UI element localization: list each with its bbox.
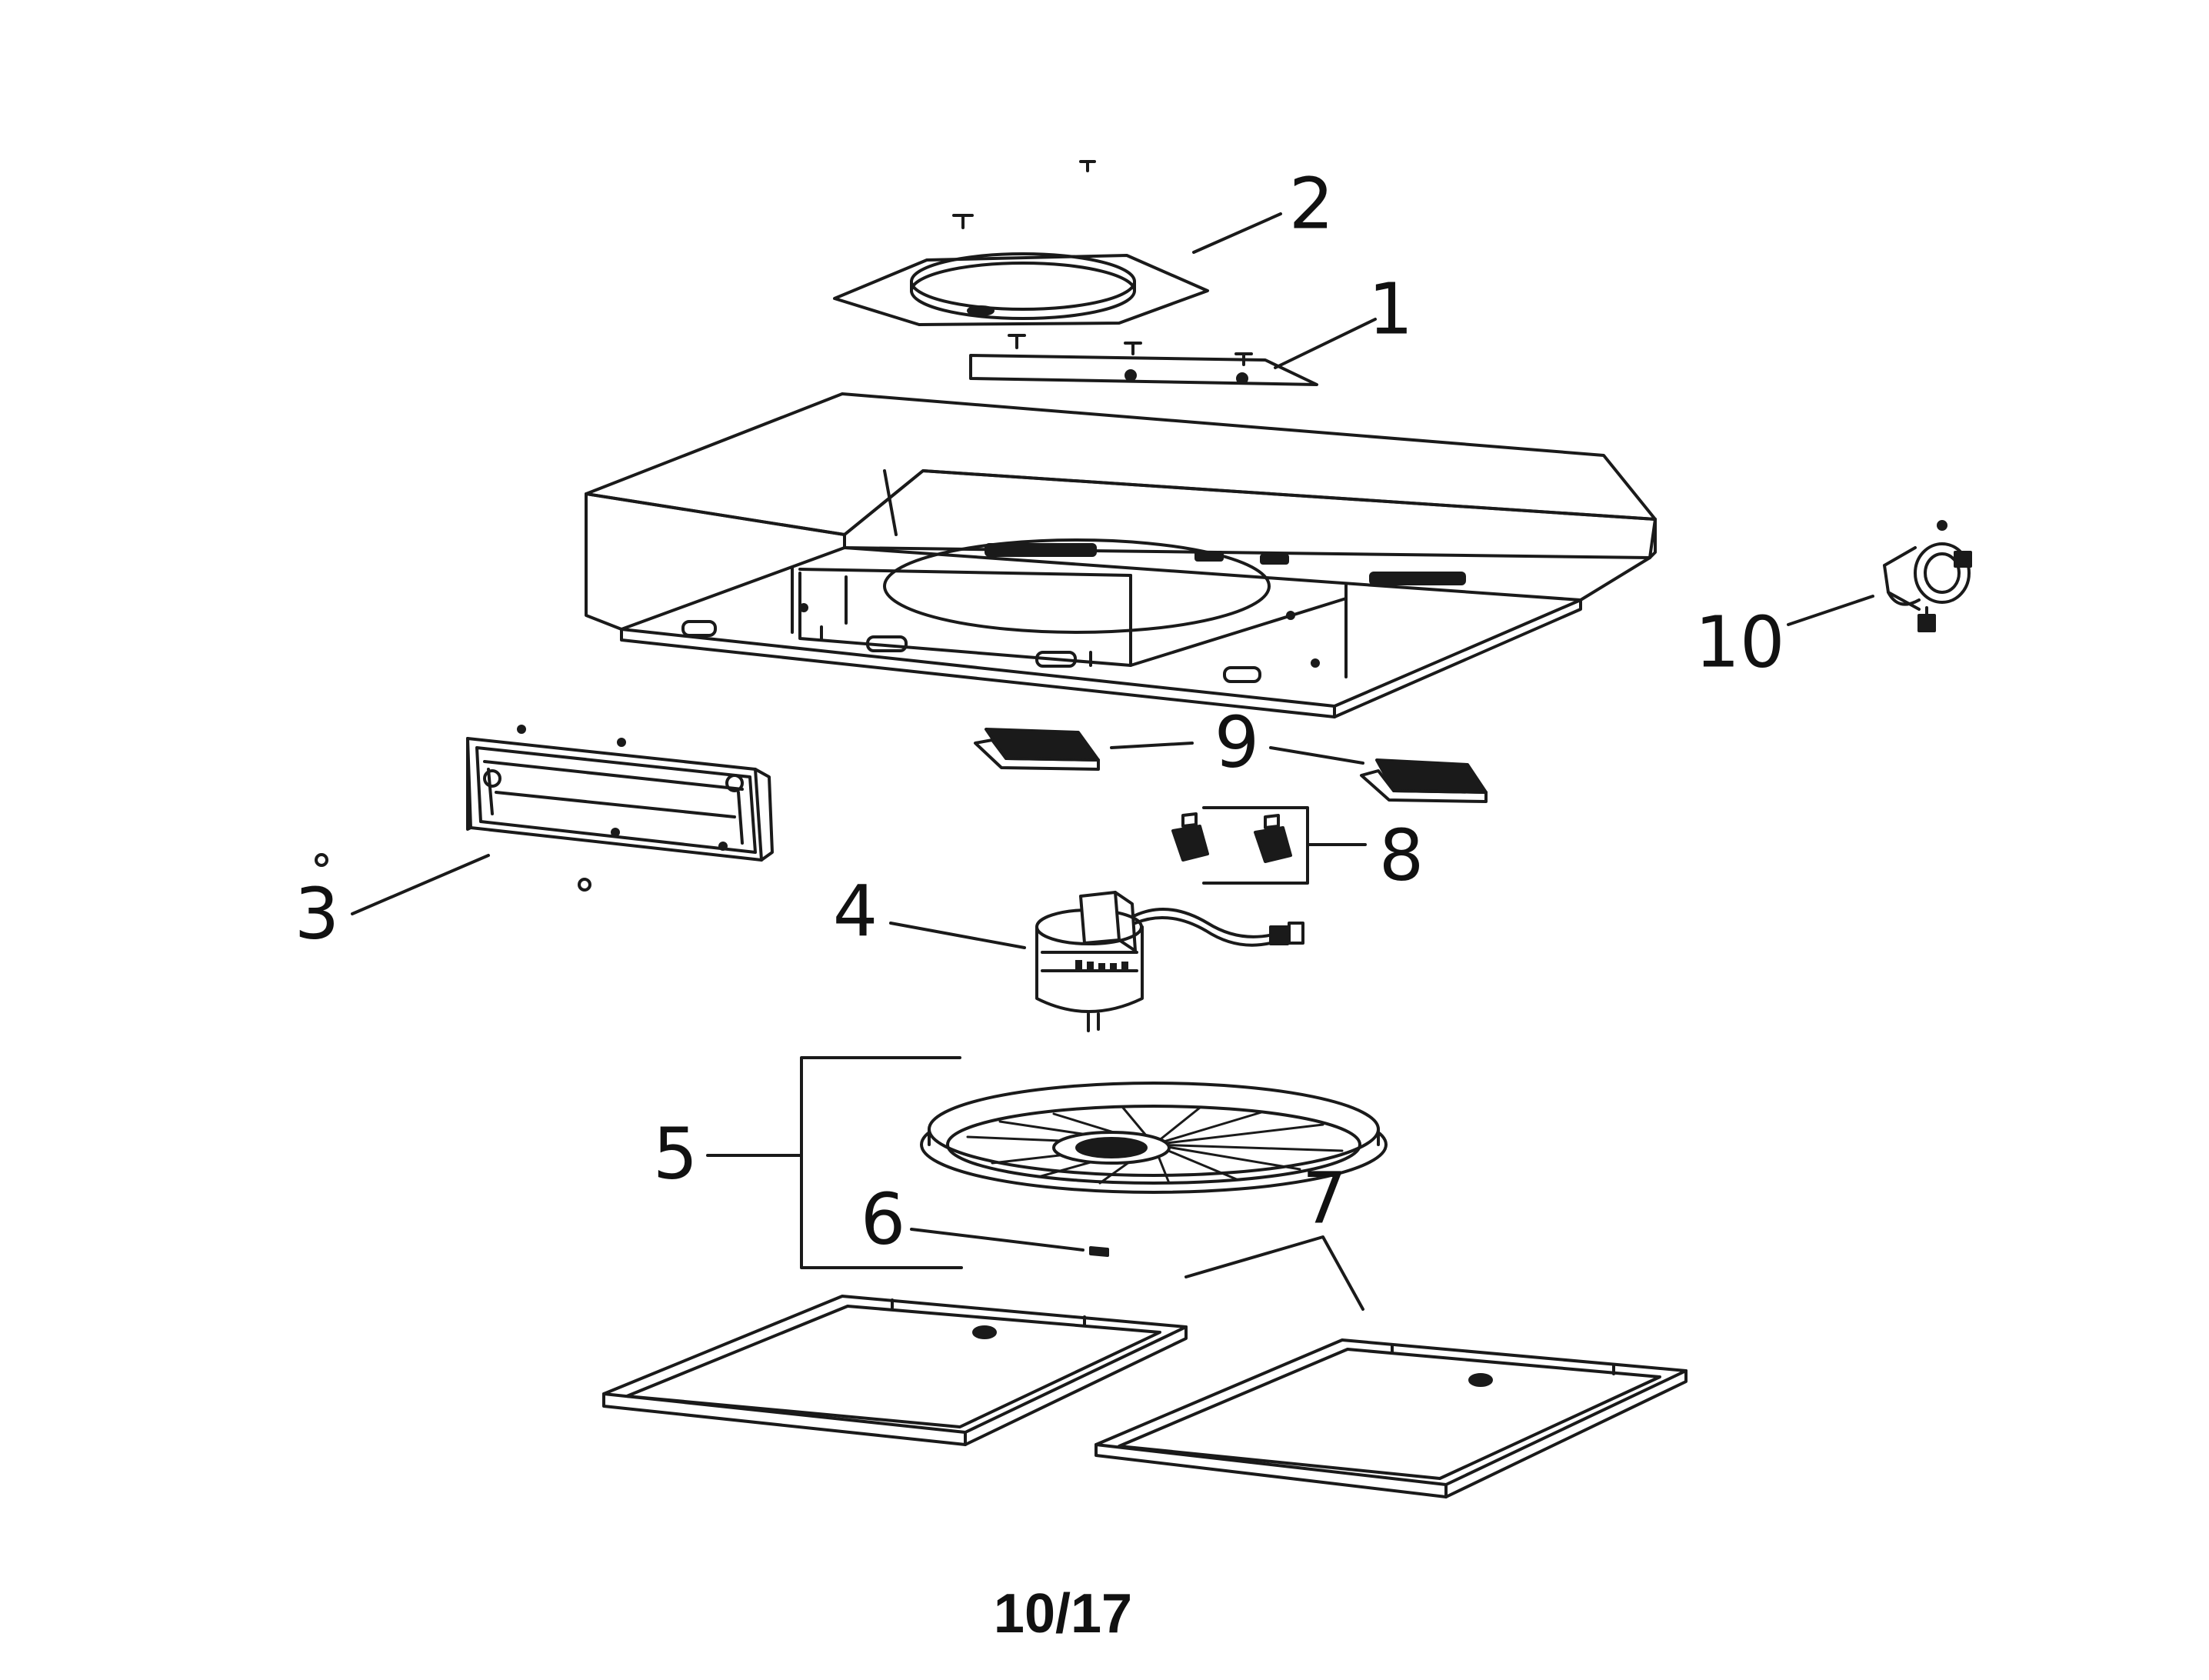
callout-2: 2 (1289, 163, 1334, 245)
callout-3: 3 (295, 873, 340, 955)
part-blower-wheel (920, 1082, 1388, 1194)
callout-10: 10 (1694, 602, 1784, 684)
part-switch-covers (974, 728, 1488, 803)
part-rocker-switches (1171, 806, 1309, 885)
filter-right (1095, 1338, 1688, 1498)
part-duct-collar (833, 160, 1209, 326)
part-grease-filters (602, 1295, 1688, 1498)
screw-icon (1008, 334, 1253, 366)
callout-5: 5 (653, 1113, 698, 1195)
filter-left (602, 1295, 1188, 1446)
part-light-housing (315, 725, 774, 892)
callout-6: 6 (861, 1178, 906, 1261)
part-lamp-socket (1883, 520, 1972, 632)
part-hood-body (585, 392, 1657, 718)
part-set-screw (1089, 1246, 1109, 1257)
switch-icon (1254, 814, 1292, 863)
screw-icon (952, 160, 1096, 229)
page-number: 10/17 (994, 1583, 1132, 1645)
part-blower-motor (1035, 891, 1304, 1032)
callout-1: 1 (1368, 268, 1414, 351)
callout-8: 8 (1379, 815, 1424, 897)
callout-4: 4 (833, 871, 878, 953)
nut-icon (315, 853, 591, 892)
switch-icon (1171, 812, 1209, 862)
callout-9: 9 (1214, 702, 1260, 784)
part-damper-plate (969, 334, 1318, 386)
callout-7: 7 (1302, 1158, 1348, 1240)
leader-lines (351, 212, 1874, 1311)
bracket-part-5 (706, 1056, 963, 1269)
